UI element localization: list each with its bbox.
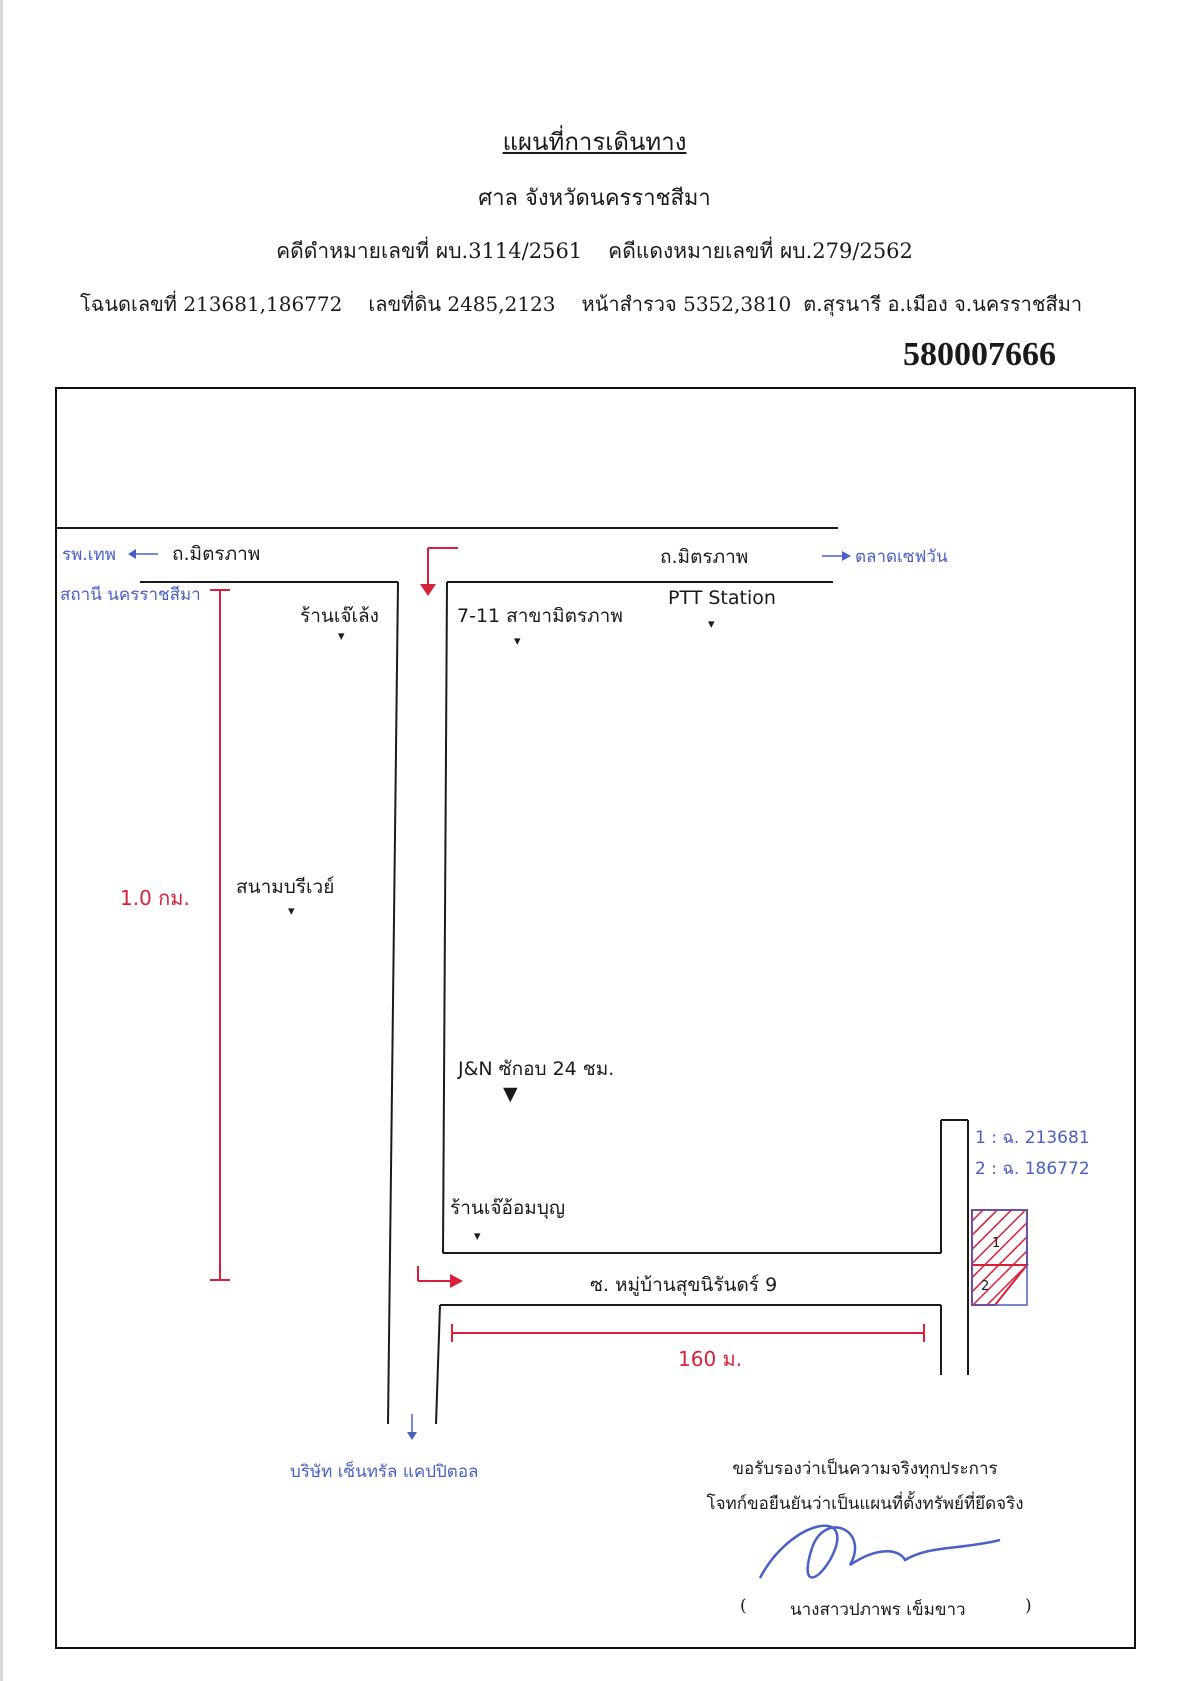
- corner-shop-marker-icon: ▾: [474, 1229, 481, 1244]
- ptt-marker-icon: ▾: [708, 617, 715, 632]
- laundry-marker-icon: ▼: [503, 1083, 518, 1105]
- street-right-edge: [442, 581, 448, 1254]
- cafe-marker-icon: ▾: [288, 904, 295, 919]
- route-arrow-right: [417, 1266, 463, 1288]
- red-case-number: คดีแดงหมายเลขที่ ผบ.279/2562: [608, 239, 913, 263]
- certification-line-1: ขอรับรองว่าเป็นความจริงทุกประการ: [732, 1459, 998, 1479]
- distance-horizontal-label: 160 ม.: [678, 1347, 742, 1371]
- paren-close: ): [1025, 1596, 1032, 1616]
- survey-page: หน้าสำรวจ 5352,3810: [581, 292, 792, 316]
- seven-eleven-label: 7-11 สาขามิตรภาพ: [457, 605, 623, 627]
- parcel-2-label: 2: [981, 1279, 989, 1294]
- shop-left-marker-icon: ▾: [338, 629, 345, 644]
- distance-vertical-label: 1.0 กม.: [120, 886, 190, 910]
- route-arrow-down: [420, 547, 458, 596]
- company-label: บริษัท เซ็นทรัล แคปปิตอล: [290, 1460, 478, 1482]
- legend-parcel-2: 2 : ฉ. 186772: [975, 1159, 1090, 1179]
- laundry-label: J&N ซักอบ 24 ชม.: [457, 1058, 614, 1080]
- street-left-edge: [387, 581, 399, 1425]
- shop-left-label: ร้านเจ๊เล้ง: [300, 605, 379, 627]
- road-label-right: ถ.มิตรภาพ: [660, 546, 748, 568]
- hospital-direction-label: รพ.เทพ: [62, 545, 116, 565]
- company-arrow-icon: [407, 1414, 417, 1440]
- hospital-arrow-icon: [128, 549, 158, 559]
- court-name: ศาล จังหวัดนครราชสีมา: [478, 186, 711, 211]
- market-arrow-icon: [822, 551, 851, 561]
- location: ต.สุรนารี อ.เมือง จ.นครราชสีมา: [803, 292, 1083, 316]
- signature: [758, 1524, 1001, 1579]
- deed-details: โฉนดเลขที่ 213681,186772 เลขที่ดิน 2485,2…: [80, 288, 1082, 320]
- soi-label: ซ. หมู่บ้านสุขนิรันดร์ 9: [590, 1274, 777, 1297]
- land-number: เลขที่ดิน 2485,2123: [368, 292, 556, 316]
- legend-parcel-1: 1 : ฉ. 213681: [975, 1128, 1090, 1148]
- distance-marker-vertical: [210, 589, 230, 1281]
- paren-open: (: [740, 1596, 747, 1616]
- ptt-station-label: PTT Station: [668, 587, 776, 609]
- black-case-number: คดีดำหมายเลขที่ ผบ.3114/2561: [276, 239, 583, 263]
- map-title: แผนที่การเดินทาง: [502, 128, 687, 156]
- road-label-left: ถ.มิตรภาพ: [172, 543, 260, 565]
- distance-marker-horizontal: [451, 1324, 925, 1342]
- signer-name: นางสาวปภาพร เข็มขาว: [790, 1600, 966, 1620]
- market-direction-label: ตลาดเซฟวัน: [855, 547, 948, 567]
- deed-number: โฉนดเลขที่ 213681,186772: [80, 292, 343, 316]
- parcel-1-label: 1: [992, 1236, 1000, 1251]
- station-label: สถานี นครราชสีมา: [60, 585, 201, 605]
- page-edge: [0, 0, 3, 1681]
- seven-eleven-marker-icon: ▾: [514, 634, 521, 649]
- corner-shop-label: ร้านเจ๊อ้อมบุญ: [450, 1197, 565, 1220]
- certification-line-2: โจทก์ขอยืนยันว่าเป็นแผนที่ตั้งทรัพย์ที่ย…: [706, 1494, 1024, 1514]
- case-numbers: คดีดำหมายเลขที่ ผบ.3114/2561 คดีแดงหมายเล…: [0, 235, 1189, 268]
- street-right-edge-lower: [435, 1304, 441, 1425]
- cafe-label: สนามบรีเวย์: [236, 876, 334, 898]
- parcel-outline: [971, 1209, 1028, 1306]
- document-number: 580007666: [903, 336, 1056, 373]
- map-frame: [55, 387, 1136, 1649]
